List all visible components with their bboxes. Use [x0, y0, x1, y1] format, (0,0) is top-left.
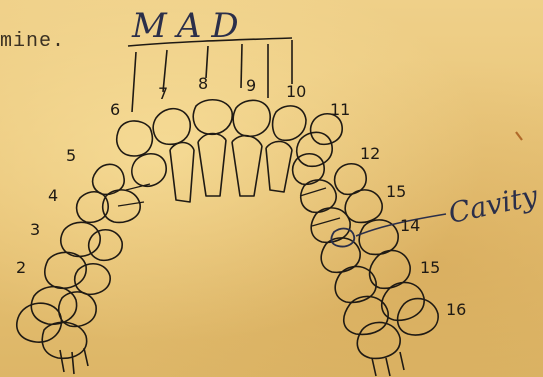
- tooth-number-10: 10: [286, 82, 306, 101]
- tooth-number-7: 7: [158, 84, 168, 103]
- tooth-number-11: 11: [330, 100, 350, 119]
- tooth-6: [117, 121, 152, 156]
- tooth-number-8: 8: [198, 74, 208, 93]
- tooth-number-12: 12: [360, 144, 380, 163]
- tooth-number-6: 6: [110, 100, 120, 119]
- tooth-number-2: 2: [16, 258, 26, 277]
- tooth-number-16: 16: [446, 300, 466, 319]
- tooth-7: [153, 109, 190, 145]
- tooth-number-3: 3: [30, 220, 40, 239]
- tooth-9: [233, 100, 270, 136]
- tooth-number-5: 5: [66, 146, 76, 165]
- tooth-number-15-upper: 15: [386, 182, 406, 201]
- tooth-number-4: 4: [48, 186, 58, 205]
- tooth-number-15-lower: 15: [420, 258, 440, 277]
- leader-line-9: [241, 44, 242, 88]
- leader-line-6: [132, 52, 136, 112]
- tooth-8: [193, 100, 232, 135]
- tooth-number-14: 14: [400, 216, 420, 235]
- tooth-10: [273, 106, 306, 140]
- tooth-number-9: 9: [246, 76, 256, 95]
